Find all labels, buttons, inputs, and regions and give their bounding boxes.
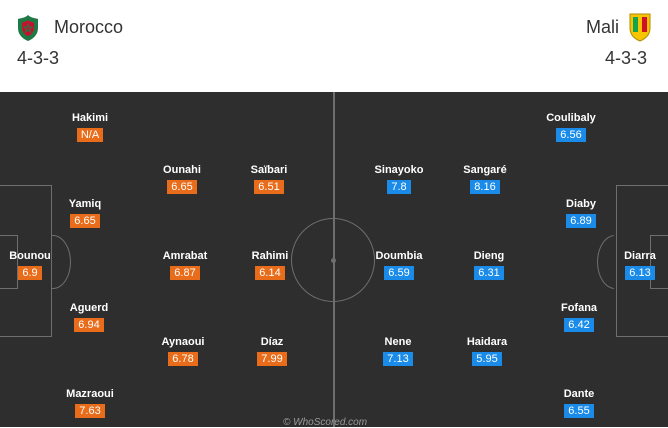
- left-goal-box: [0, 235, 18, 289]
- player-name: Diaby: [566, 198, 596, 210]
- player-name: Mazraoui: [66, 388, 114, 400]
- player-card[interactable]: Dante 6.55: [534, 387, 624, 419]
- player-rating: 7.8: [387, 180, 411, 194]
- player-card[interactable]: Mazraoui 7.63: [45, 387, 135, 419]
- player-name: Ounahi: [163, 164, 201, 176]
- player-rating: 7.99: [257, 352, 287, 366]
- morocco-crest-icon: [18, 15, 38, 41]
- player-card[interactable]: Diaby 6.89: [536, 197, 626, 229]
- player-card[interactable]: Rahimi 6.14: [225, 249, 315, 281]
- home-formation: 4-3-3: [17, 48, 60, 68]
- away-team-name[interactable]: Mali: [586, 17, 620, 37]
- right-penalty-box: [616, 185, 668, 337]
- center-circle: [291, 218, 375, 302]
- right-goal-box: [650, 235, 668, 289]
- player-name: Haidara: [466, 336, 508, 348]
- player-card[interactable]: Fofana 6.42: [534, 301, 624, 333]
- player-name: Bounou: [9, 250, 51, 262]
- player-rating: 6.31: [474, 266, 504, 280]
- player-name: Yamiq: [68, 198, 102, 210]
- player-name: Aynaoui: [161, 336, 205, 348]
- home-team-name[interactable]: Morocco: [54, 17, 124, 37]
- player-card[interactable]: Díaz 7.99: [227, 335, 317, 367]
- player-name: Rahimi: [251, 250, 289, 262]
- player-rating: 6.51: [254, 180, 284, 194]
- player-card[interactable]: Bounou 6.9: [0, 249, 75, 281]
- player-rating: 6.9: [18, 266, 42, 280]
- player-rating: 6.42: [564, 318, 594, 332]
- player-rating: 6.14: [255, 266, 285, 280]
- player-rating: 6.13: [625, 266, 655, 280]
- player-card[interactable]: Nene 7.13: [353, 335, 443, 367]
- player-rating: 6.89: [566, 214, 596, 228]
- player-card[interactable]: Doumbia 6.59: [354, 249, 444, 281]
- player-card[interactable]: Ounahi 6.65: [137, 163, 227, 195]
- left-penalty-box: [0, 185, 52, 337]
- player-rating: N/A: [76, 128, 104, 142]
- player-card[interactable]: Amrabat 6.87: [140, 249, 230, 281]
- away-formation: 4-3-3: [605, 48, 648, 68]
- player-name: Sangaré: [463, 164, 507, 176]
- player-name: Dieng: [473, 250, 505, 262]
- player-rating: 6.65: [167, 180, 197, 194]
- player-rating: 6.65: [70, 214, 100, 228]
- player-card[interactable]: Diarra 6.13: [595, 249, 668, 281]
- player-rating: 6.59: [384, 266, 414, 280]
- match-header: Morocco 4-3-3 Mali 4-3-3: [0, 0, 668, 92]
- player-name: Saïbari: [250, 164, 288, 176]
- pitch: [0, 92, 668, 427]
- player-rating: 6.55: [564, 404, 594, 418]
- player-card[interactable]: Sinayoko 7.8: [354, 163, 444, 195]
- player-rating: 6.94: [74, 318, 104, 332]
- player-name: Fofana: [560, 302, 598, 314]
- player-card[interactable]: Saïbari 6.51: [224, 163, 314, 195]
- player-name: Aguerd: [69, 302, 109, 314]
- player-rating: 5.95: [472, 352, 502, 366]
- player-name: Amrabat: [162, 250, 208, 262]
- player-card[interactable]: Yamiq 6.65: [40, 197, 130, 229]
- player-card[interactable]: Dieng 6.31: [444, 249, 534, 281]
- player-name: Sinayoko: [374, 164, 424, 176]
- player-card[interactable]: Coulibaly 6.56: [526, 111, 616, 143]
- player-name: Doumbia: [375, 250, 423, 262]
- center-spot: [331, 258, 336, 263]
- player-card[interactable]: Haidara 5.95: [442, 335, 532, 367]
- watermark: © WhoScored.com: [283, 417, 368, 428]
- player-rating: 6.78: [168, 352, 198, 366]
- player-name: Coulibaly: [546, 112, 596, 124]
- player-name: Dante: [563, 388, 595, 400]
- mali-crest-icon: [629, 13, 651, 42]
- player-name: Nene: [384, 336, 412, 348]
- player-rating: 7.13: [383, 352, 413, 366]
- player-name: Díaz: [260, 336, 284, 348]
- player-card[interactable]: Aguerd 6.94: [44, 301, 134, 333]
- player-card[interactable]: Sangaré 8.16: [440, 163, 530, 195]
- player-rating: 7.63: [75, 404, 105, 418]
- player-rating: 8.16: [470, 180, 500, 194]
- player-card[interactable]: Aynaoui 6.78: [138, 335, 228, 367]
- player-name: Hakimi: [71, 112, 109, 124]
- player-rating: 6.87: [170, 266, 200, 280]
- player-name: Diarra: [624, 250, 656, 262]
- player-rating: 6.56: [556, 128, 586, 142]
